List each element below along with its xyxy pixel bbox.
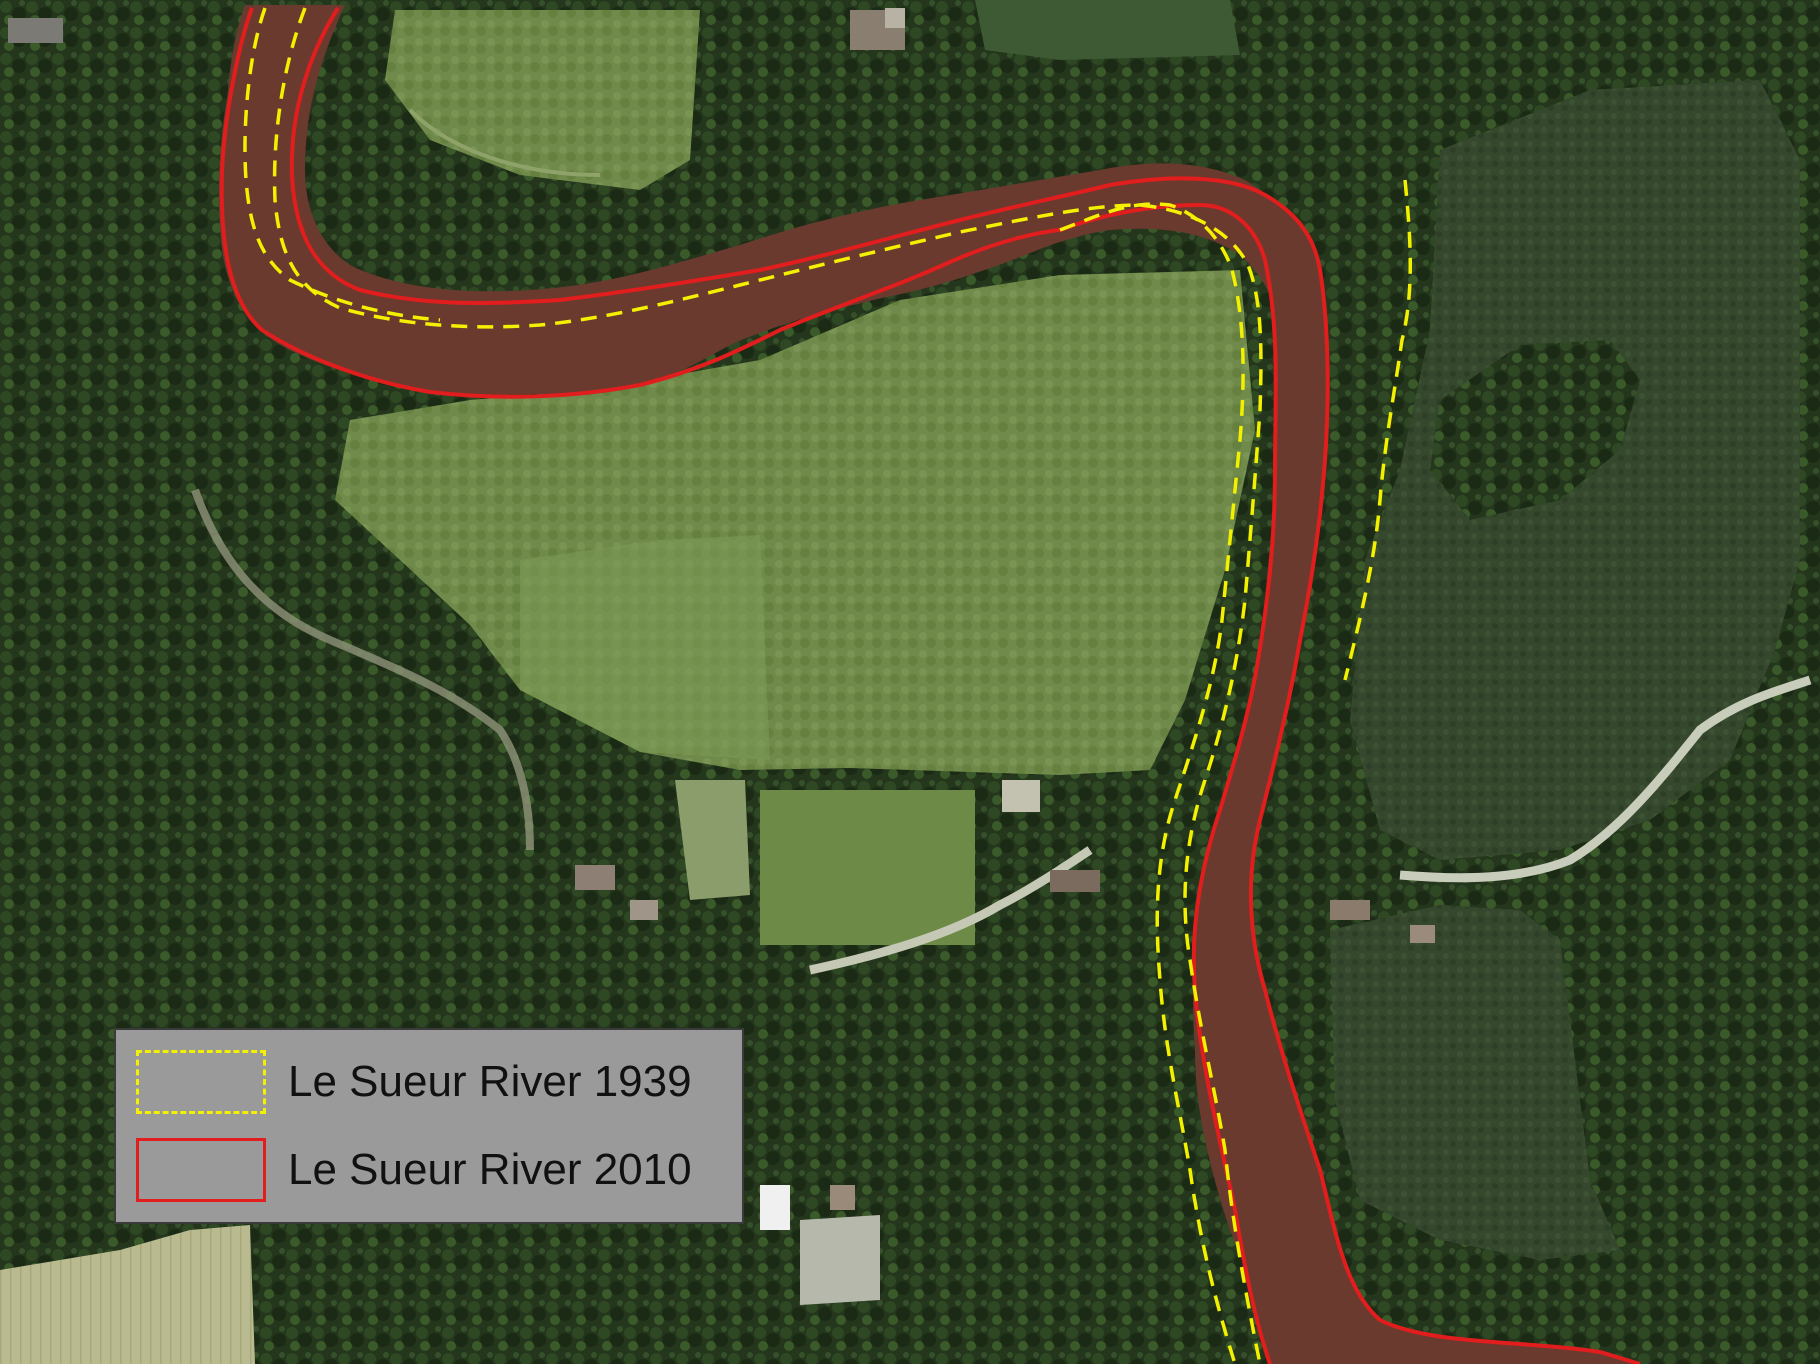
southwest-field	[0, 1225, 255, 1364]
river-1939-outline-inner	[243, 7, 1245, 1364]
farm-house	[1050, 870, 1100, 892]
river-1939-outline-east	[1343, 179, 1413, 681]
river-2010-outline-north	[219, 7, 1641, 1364]
river-2010-outline-inner	[289, 6, 1111, 305]
legend-item-1939: Le Sueur River 1939	[136, 1050, 692, 1114]
barn	[760, 1185, 790, 1230]
legend-label-1939: Le Sueur River 1939	[288, 1057, 692, 1106]
west-road	[191, 488, 534, 851]
legend-swatch-1939	[136, 1050, 266, 1114]
east-road	[1399, 675, 1812, 883]
forest-island	[1430, 340, 1640, 520]
river-2010-outline-south	[1059, 202, 1278, 1364]
river-2010-fill	[218, 8, 1640, 1364]
top-field	[975, 0, 1240, 60]
map-legend: Le Sueur River 1939 Le Sueur River 2010	[114, 1028, 744, 1224]
legend-item-2010: Le Sueur River 2010	[136, 1138, 692, 1202]
southeast-crop-field	[1330, 905, 1620, 1260]
legend-swatch-2010	[136, 1138, 266, 1202]
lower-meadow	[760, 790, 975, 945]
legend-label-2010: Le Sueur River 2010	[288, 1145, 692, 1194]
